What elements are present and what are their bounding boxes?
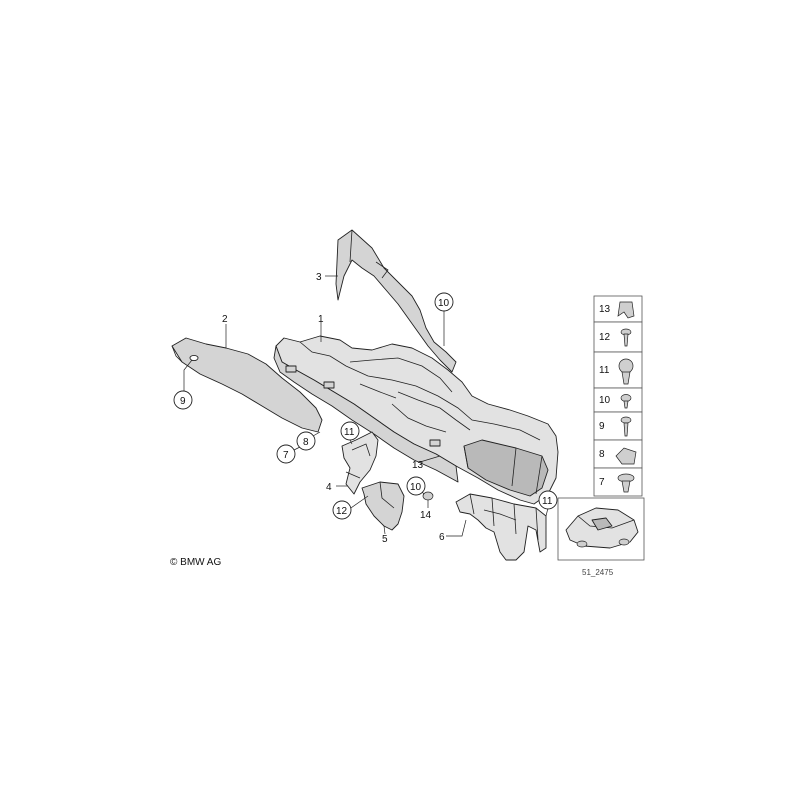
- hw-label-9: 9: [599, 421, 605, 432]
- callout-9: 9: [180, 396, 186, 407]
- clip-10-icon: [620, 394, 632, 409]
- callout-13: 13: [412, 460, 424, 471]
- callout-3: 3: [316, 272, 322, 283]
- hw-label-13: 13: [599, 304, 611, 315]
- screw-12-icon: [620, 328, 632, 347]
- rivet-11-icon: [618, 358, 634, 385]
- reference-number: 51_2475: [582, 568, 614, 577]
- callout-10-upper: 10: [438, 298, 450, 309]
- callout-11-left: 11: [344, 427, 355, 438]
- callout-10-lower: 10: [410, 482, 422, 493]
- hardware-panel: 13 12 11 10 9 8 7: [593, 295, 643, 497]
- nut-8-icon: [615, 447, 637, 465]
- part-4-bracket: [341, 431, 379, 495]
- hw-label-11: 11: [599, 365, 610, 376]
- callout-7: 7: [283, 450, 289, 461]
- callout-11-right: 11: [542, 496, 553, 507]
- screw-9-icon: [620, 416, 632, 437]
- part-6-support-bracket: [455, 493, 547, 561]
- callout-5: 5: [382, 534, 388, 545]
- rivet-7-icon: [617, 473, 635, 493]
- clip-nut-13-icon: [617, 301, 635, 319]
- hw-label-10: 10: [599, 395, 611, 406]
- vehicle-locator-thumbnail: [557, 497, 645, 561]
- part-5-lower-trim: [361, 481, 405, 531]
- callout-2: 2: [222, 314, 228, 325]
- callouts: 3 1 2 10 9 8 7 11 13 4 12 5 10 14 6 11: [173, 272, 558, 545]
- hw-label-8: 8: [599, 449, 605, 460]
- hw-label-12: 12: [599, 332, 611, 343]
- callout-4: 4: [326, 482, 332, 493]
- part-3-rear-trim-panel: [335, 229, 457, 373]
- part-1-center-console: [273, 335, 559, 505]
- copyright-label: © BMW AG: [170, 557, 221, 568]
- callout-12: 12: [336, 506, 348, 517]
- callout-14: 14: [420, 510, 432, 521]
- callout-1: 1: [318, 314, 324, 325]
- part-14-clip: [422, 491, 434, 501]
- callout-6: 6: [439, 532, 445, 543]
- callout-8: 8: [303, 437, 309, 448]
- hw-label-7: 7: [599, 477, 605, 488]
